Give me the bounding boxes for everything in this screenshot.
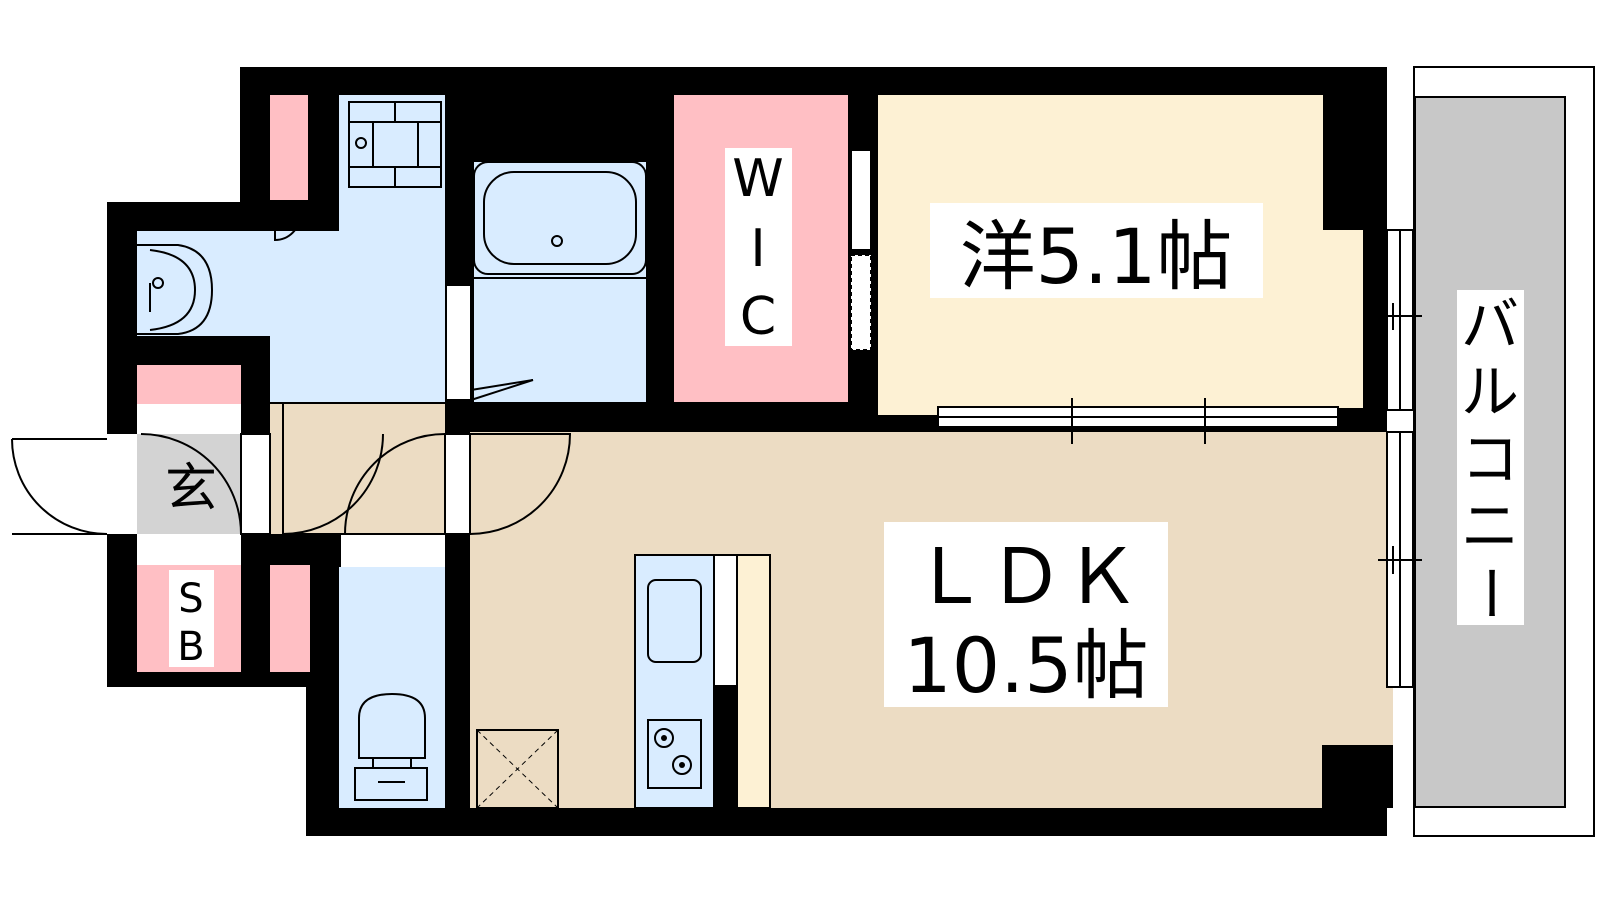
washing-machine-icon — [348, 101, 442, 188]
closet-left-top — [137, 365, 241, 405]
balcony-char-5: ー — [1456, 564, 1524, 622]
bathroom-floor — [474, 162, 646, 402]
washroom-floor-step — [270, 231, 445, 402]
toilet-icon — [354, 692, 428, 801]
western-room-label: 洋5.1帖 — [930, 203, 1263, 301]
balcony-label: バ ル コ ニ ー — [1456, 290, 1524, 625]
wic-door — [850, 149, 872, 351]
entrance-label: 玄 — [165, 459, 217, 519]
entrance-text: 玄 — [165, 459, 217, 519]
entrance-floor — [137, 434, 241, 534]
balcony-char-2: ル — [1461, 358, 1519, 426]
sliding-door-western-ldk — [937, 398, 1339, 444]
ldk-lower-right-wall — [1322, 745, 1393, 808]
western-room-text: 洋5.1帖 — [960, 212, 1233, 301]
hall-floor — [270, 404, 445, 534]
shoe-box-label: S B — [169, 570, 214, 670]
entrance-passage — [137, 534, 241, 565]
entrance-inner-door — [140, 433, 271, 535]
bathtub-icon — [473, 161, 647, 279]
wic-letter-w: W — [732, 149, 783, 209]
balcony-char-3: コ — [1461, 425, 1519, 493]
shoe-box-letter-b: B — [177, 624, 204, 670]
stove-icon — [647, 719, 702, 789]
bathroom-door — [445, 284, 534, 401]
western-room-window-bay — [1320, 230, 1363, 408]
window-balcony-upper — [1378, 229, 1422, 411]
balcony-char-1: バ — [1461, 291, 1519, 359]
refrigerator-space-icon — [476, 729, 559, 809]
washroom-closet-door — [274, 200, 301, 242]
entrance-step — [137, 404, 241, 434]
ldk-door — [444, 433, 572, 535]
wic-letter-i: I — [750, 219, 765, 279]
shoe-box-letter-s: S — [178, 576, 203, 622]
ldk-room-text: ＬＤＫ — [912, 532, 1140, 621]
front-door — [11, 434, 137, 535]
closet-left-lower — [270, 565, 310, 672]
kitchen-counter — [634, 554, 771, 809]
washbasin-icon — [137, 244, 214, 335]
window-balcony-lower — [1378, 431, 1422, 688]
hall-passage — [341, 534, 445, 567]
wic-label: W I C — [725, 148, 792, 347]
closet-upper — [270, 95, 308, 200]
wic-letter-c: C — [740, 287, 776, 347]
ldk-label: ＬＤＫ 10.5帖 — [884, 522, 1168, 710]
ldk-size-text: 10.5帖 — [903, 621, 1148, 710]
balcony-char-4: ニ — [1461, 492, 1519, 560]
